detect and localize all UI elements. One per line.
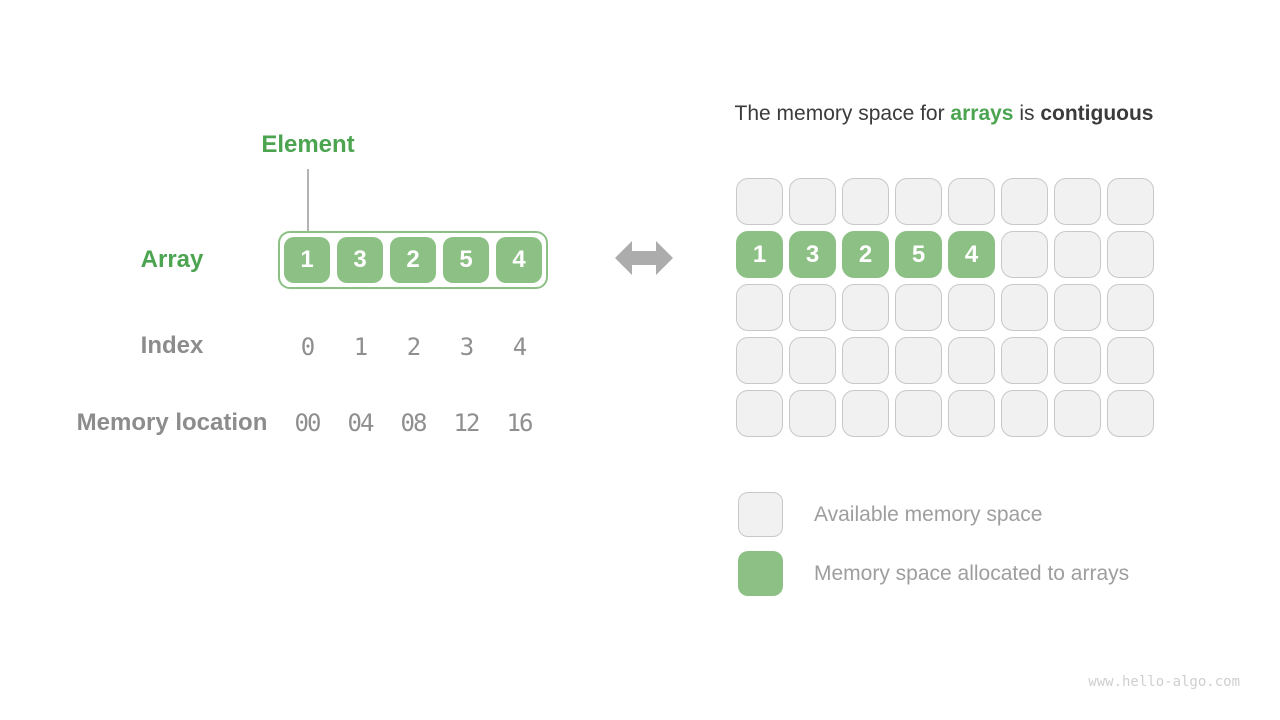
- title-highlight-arrays: arrays: [950, 102, 1014, 125]
- memory-location-label: Memory location: [76, 409, 268, 436]
- memory-location-row: 00 04 08 12 16: [284, 409, 542, 437]
- memory-cell-allocated: 1: [736, 231, 783, 278]
- memory-cell-available: [736, 178, 783, 225]
- memory-cell-available: [842, 284, 889, 331]
- memory-cell-available: [1054, 390, 1101, 437]
- title-part2: is: [1013, 102, 1041, 125]
- memory-cell-allocated: 3: [789, 231, 836, 278]
- memory-cell-available: [895, 390, 942, 437]
- memory-cell-available: [736, 337, 783, 384]
- memory-cell-available: [1107, 390, 1154, 437]
- memory-cell-available: [1001, 390, 1048, 437]
- memory-cell-available: [1107, 178, 1154, 225]
- memory-cell-available: [1054, 337, 1101, 384]
- allocated-memory-swatch: [738, 551, 783, 596]
- memory-cell-available: [1107, 337, 1154, 384]
- double-headed-arrow-icon: [615, 238, 673, 278]
- memory-cell-available: [1001, 178, 1048, 225]
- memory-cell-available: [736, 284, 783, 331]
- memory-cell-available: [842, 390, 889, 437]
- memory-cell-available: [1054, 284, 1101, 331]
- index-value: 1: [353, 333, 368, 361]
- array-label: Array: [140, 246, 204, 273]
- memory-cell-available: [1107, 284, 1154, 331]
- legend-item-allocated: Memory space allocated to arrays: [738, 551, 1129, 596]
- memory-cell-available: [1001, 337, 1048, 384]
- element-label: Element: [261, 131, 355, 158]
- legend-label: Memory space allocated to arrays: [814, 561, 1130, 585]
- memory-cell-allocated: 2: [842, 231, 889, 278]
- array-cell: 3: [337, 237, 383, 283]
- memory-location-value: 00: [294, 409, 322, 437]
- legend-label: Available memory space: [814, 502, 1043, 526]
- legend: Available memory space Memory space allo…: [738, 492, 1129, 596]
- index-label: Index: [140, 332, 204, 359]
- memory-cell-available: [1001, 284, 1048, 331]
- array-cell: 5: [443, 237, 489, 283]
- memory-cell-available: [895, 337, 942, 384]
- memory-cell-available: [895, 284, 942, 331]
- memory-cell-available: [948, 337, 995, 384]
- memory-cell-available: [895, 178, 942, 225]
- element-pointer-line: [307, 169, 309, 231]
- array-cell: 1: [284, 237, 330, 283]
- memory-cell-available: [842, 178, 889, 225]
- array-cell: 2: [390, 237, 436, 283]
- title-emphasis-contiguous: contiguous: [1040, 102, 1154, 125]
- title-part1: The memory space for: [734, 102, 951, 125]
- memory-location-value: 08: [400, 409, 428, 437]
- memory-cell-available: [789, 284, 836, 331]
- watermark: www.hello-algo.com: [1088, 674, 1240, 690]
- memory-cell-available: [1054, 231, 1101, 278]
- memory-cell-available: [1107, 231, 1154, 278]
- index-value: 4: [512, 333, 527, 361]
- available-memory-swatch: [738, 492, 783, 537]
- index-value: 3: [459, 333, 474, 361]
- memory-cell-allocated: 4: [948, 231, 995, 278]
- memory-cell-available: [1001, 231, 1048, 278]
- memory-location-value: 12: [453, 409, 481, 437]
- legend-item-available: Available memory space: [738, 492, 1129, 537]
- array-cell: 4: [496, 237, 542, 283]
- memory-cell-available: [736, 390, 783, 437]
- index-row: 0 1 2 3 4: [284, 333, 542, 361]
- memory-cell-available: [842, 337, 889, 384]
- title: The memory space for arrays is contiguou…: [735, 102, 1154, 126]
- memory-cell-available: [789, 337, 836, 384]
- memory-cell-available: [948, 178, 995, 225]
- memory-location-value: 16: [506, 409, 534, 437]
- memory-cell-available: [789, 178, 836, 225]
- memory-cell-available: [948, 390, 995, 437]
- index-value: 0: [300, 333, 315, 361]
- memory-cell-allocated: 5: [895, 231, 942, 278]
- memory-cell-available: [1054, 178, 1101, 225]
- memory-cell-available: [789, 390, 836, 437]
- memory-cell-available: [948, 284, 995, 331]
- index-value: 2: [406, 333, 421, 361]
- memory-location-value: 04: [347, 409, 375, 437]
